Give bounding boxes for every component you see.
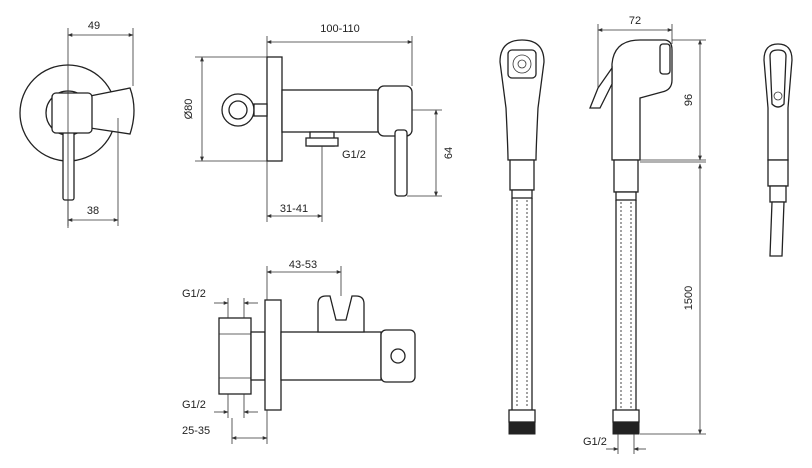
dim-thread-top: G1/2 xyxy=(182,288,206,300)
spray-back-view xyxy=(763,43,793,257)
plan-view-valve xyxy=(214,266,416,444)
dim-diameter-80: Ø80 xyxy=(183,99,195,120)
front-view-valve xyxy=(19,28,135,228)
side-view-valve xyxy=(195,36,442,222)
spray-side-view xyxy=(589,24,706,454)
dim-1500: 1500 xyxy=(683,286,695,310)
dim-hose-thread: G1/2 xyxy=(583,436,607,448)
dim-49: 49 xyxy=(88,20,100,32)
dim-side-thread: G1/2 xyxy=(342,149,366,161)
spray-front-view xyxy=(499,39,545,435)
dim-25-35: 25-35 xyxy=(182,425,210,437)
dim-100-110: 100-110 xyxy=(320,23,360,35)
dim-43-53: 43-53 xyxy=(289,259,317,271)
dim-31-41: 31-41 xyxy=(280,203,308,215)
dim-72: 72 xyxy=(629,15,641,27)
dim-96: 96 xyxy=(683,94,695,106)
dim-38: 38 xyxy=(87,205,99,217)
dim-thread-bottom: G1/2 xyxy=(182,399,206,411)
dim-64: 64 xyxy=(443,147,455,159)
